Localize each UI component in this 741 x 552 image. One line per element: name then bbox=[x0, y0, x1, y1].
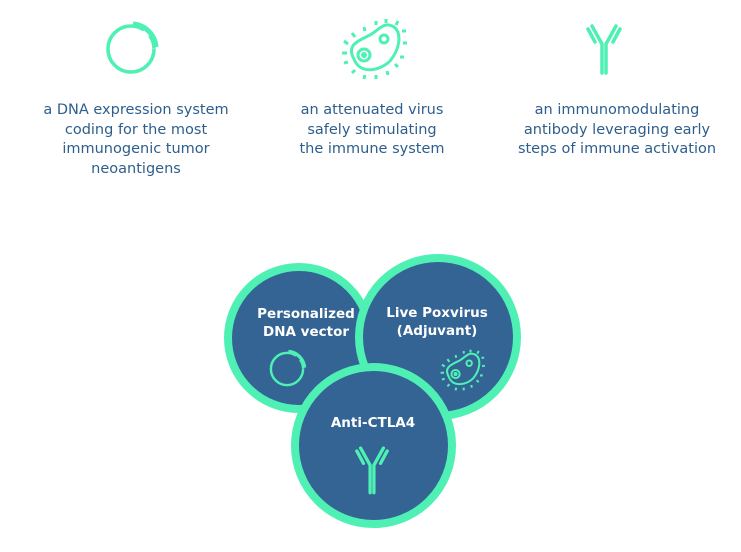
desc-line: an attenuated virus bbox=[300, 102, 444, 118]
desc-line: neoantigens bbox=[91, 160, 181, 177]
feature-description-virus: an attenuated virus safely stimulating t… bbox=[257, 101, 487, 160]
circle-label-dna: Personalized DNA vector bbox=[226, 305, 386, 341]
desc-line: coding for the most bbox=[64, 121, 208, 138]
circle-dna-vector bbox=[224, 263, 374, 413]
label-line: Personalized bbox=[257, 306, 355, 322]
virus-icon bbox=[340, 17, 407, 81]
circle-anti-ctla4 bbox=[291, 363, 456, 528]
desc-line: a DNA expression system bbox=[43, 102, 229, 118]
antibody-icon bbox=[355, 446, 389, 495]
circle-label-ctla4: Anti-CTLA4 bbox=[293, 414, 453, 432]
circle-label-poxvirus: Live Poxvirus (Adjuvant) bbox=[357, 304, 517, 340]
label-line: DNA vector bbox=[263, 324, 349, 340]
dna-ring-icon bbox=[269, 349, 307, 387]
desc-line: the immune system bbox=[299, 141, 445, 157]
dna-ring-icon bbox=[101, 19, 161, 79]
label-line: Live Poxvirus bbox=[386, 305, 488, 321]
desc-line: steps of immune activation bbox=[517, 141, 717, 157]
desc-line: immunogenic tumor bbox=[62, 141, 210, 157]
antibody-icon bbox=[586, 24, 622, 75]
feature-description-antibody: an immunomodulating antibody leveraging … bbox=[502, 101, 732, 160]
desc-line: antibody leveraging early bbox=[523, 121, 711, 138]
label-line: Anti-CTLA4 bbox=[330, 415, 416, 431]
virus-icon bbox=[439, 348, 485, 392]
desc-line: safely stimulating bbox=[307, 121, 437, 138]
feature-description-dna: a DNA expression system coding for the m… bbox=[21, 101, 251, 179]
label-line: (Adjuvant) bbox=[396, 323, 478, 339]
desc-line: an immunomodulating bbox=[534, 102, 700, 118]
